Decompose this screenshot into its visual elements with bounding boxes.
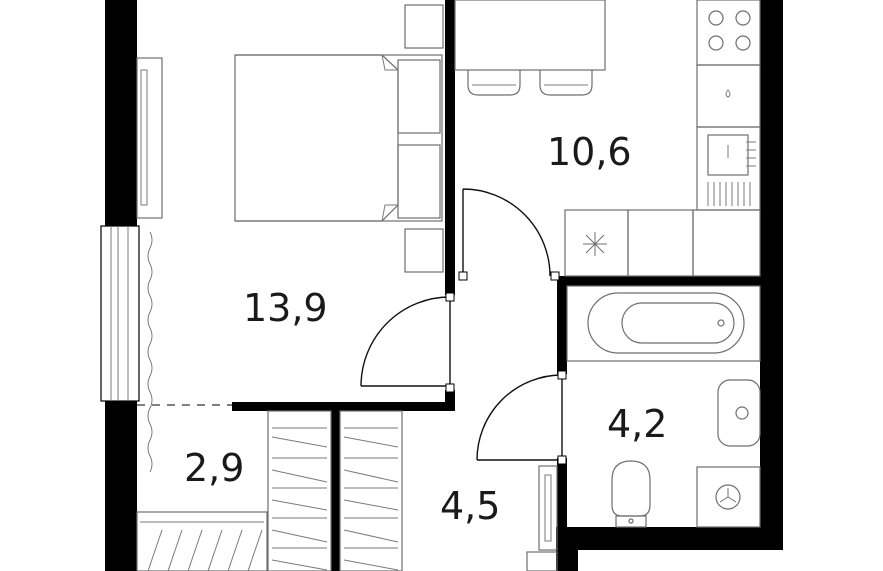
bathroom-furniture [566, 285, 761, 528]
pillow-bottom [397, 144, 441, 219]
pillow-top [397, 59, 441, 134]
counter-middle [696, 64, 761, 128]
door-bathroom [476, 370, 567, 465]
counter-bottom-2 [692, 209, 761, 277]
walls [105, 0, 783, 571]
washbasin [717, 379, 761, 447]
doors [360, 188, 567, 465]
area-labels: 10,6 13,9 4,2 2,9 4,5 [184, 130, 667, 528]
dining-table [454, 0, 606, 71]
counter-bottom-1 [627, 209, 694, 277]
area-label-kitchen: 10,6 [547, 130, 632, 174]
washing-machine [696, 466, 761, 528]
window-left [100, 225, 140, 402]
door-kitchen [458, 188, 560, 281]
wall-right [760, 0, 783, 550]
bedroom-furniture [136, 4, 444, 273]
chair-left [467, 70, 521, 96]
closet-right [339, 410, 403, 571]
hall-bench [526, 551, 558, 571]
wall-bedroom-door-jamb [445, 390, 455, 411]
wall-bedroom-kitchen [445, 0, 455, 295]
kitchen-furniture [454, 0, 761, 277]
balcony-rack-lines [140, 521, 264, 571]
wall-closets-divider [331, 402, 340, 571]
snowflake-icon [583, 232, 607, 256]
area-label-bathroom: 4,2 [607, 402, 667, 446]
wall-bath-hall-upper [557, 276, 567, 374]
closet-left [267, 410, 332, 571]
sink-cabinet [696, 126, 761, 211]
nightstand-top [404, 4, 444, 49]
shoe-cabinet [538, 465, 558, 551]
sink [707, 134, 749, 176]
wall-bath-hall-lower [557, 458, 567, 571]
drop-icon [725, 89, 731, 98]
chair-right [539, 70, 593, 96]
door-bedroom [360, 292, 455, 393]
wall-kitchen-bath [557, 276, 760, 286]
curtain [147, 231, 153, 473]
bathtub-inner [587, 292, 745, 354]
closet-right-hangers [343, 427, 399, 571]
blanket [235, 54, 399, 222]
area-label-hallway: 4,5 [440, 484, 500, 528]
closet-left-hangers [271, 427, 328, 571]
area-label-bedroom: 13,9 [243, 286, 328, 330]
wall-bottom-right [556, 527, 783, 550]
nightstand-bottom [404, 228, 444, 273]
wall-bedroom-bottom [232, 402, 455, 411]
bed [234, 54, 443, 222]
stove [696, 0, 761, 66]
wardrobe-left [136, 57, 163, 219]
balcony-boundary [137, 231, 232, 473]
dish-rack [707, 182, 751, 206]
balcony-rack [136, 511, 268, 571]
closets [136, 410, 403, 571]
toilet [611, 460, 651, 517]
area-label-balcony: 2,9 [184, 446, 244, 490]
bathtub [566, 285, 761, 362]
hallway-furniture [526, 465, 558, 571]
